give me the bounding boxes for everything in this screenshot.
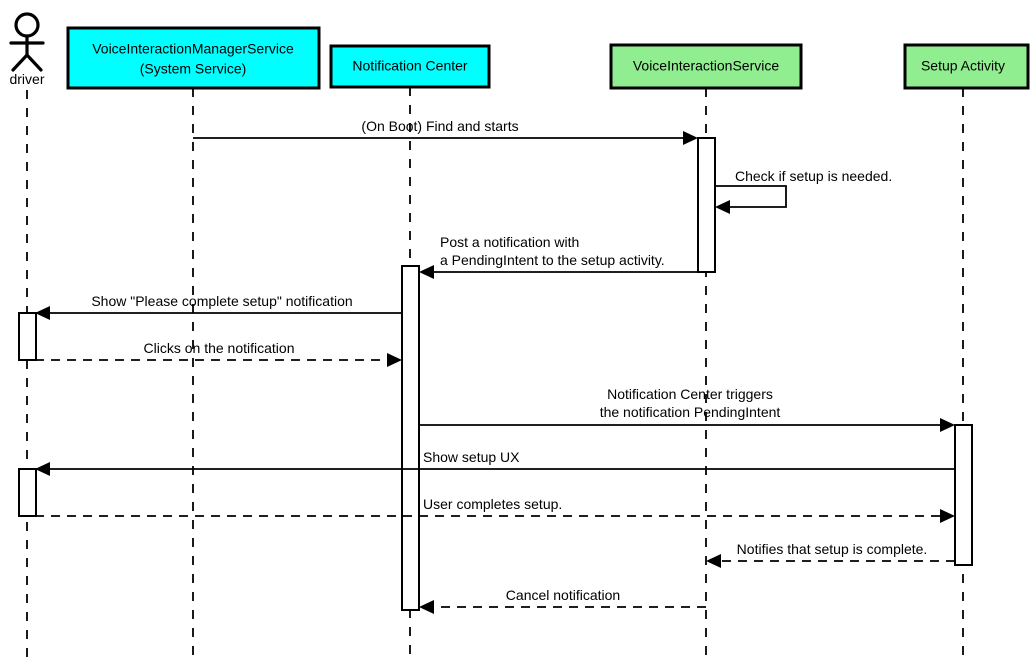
participant-driver[interactable]: driver	[9, 12, 45, 87]
participant-label-line1: VoiceInteractionManagerService	[92, 41, 294, 57]
participant-voiceinteractionmanagerservice[interactable]: VoiceInteractionManagerService (System S…	[66, 26, 321, 90]
participant-label-line1: Setup Activity	[921, 58, 1005, 74]
participant-label-line2: (System Service)	[140, 61, 247, 77]
message-user-completes-setup: User completes setup.	[35, 496, 955, 523]
message-label: User completes setup.	[423, 496, 562, 512]
message-label: Notifies that setup is complete.	[737, 541, 928, 557]
participant-label-line1: Notification Center	[352, 58, 468, 74]
actor-leg-left-icon	[11, 53, 29, 72]
message-label: Show setup UX	[423, 449, 520, 465]
message-show-please-complete-setup-notification: Show "Please complete setup" notificatio…	[35, 293, 402, 320]
message-post-a-notification: Post a notification with a PendingIntent…	[419, 234, 698, 279]
participant-notification-center[interactable]: Notification Center	[329, 44, 491, 89]
participant-box[interactable]	[903, 43, 1030, 90]
actor-leg-right-icon	[25, 53, 43, 72]
message-label: Show "Please complete setup" notificatio…	[91, 293, 352, 309]
message-show-setup-ux: Show setup UX	[35, 449, 955, 476]
arrow-head-right-icon	[940, 418, 955, 432]
participant-setup-activity[interactable]: Setup Activity	[903, 43, 1030, 90]
message-label-line1: Notification Center triggers	[607, 386, 773, 402]
activation-bar-setup-activity-1	[954, 424, 973, 566]
participant-label-driver: driver	[9, 71, 44, 87]
participant-box[interactable]	[66, 26, 321, 90]
message-cancel-notification: Cancel notification	[419, 587, 706, 614]
message-label: Cancel notification	[506, 587, 620, 603]
activation-bar-driver-1	[18, 312, 37, 361]
message-notifies-that-setup-is-complete: Notifies that setup is complete.	[706, 541, 955, 568]
participant-box[interactable]	[329, 44, 491, 89]
arrow-head-left-icon	[419, 600, 434, 614]
arrow-head-right-icon	[683, 131, 698, 145]
activation-bar-notification-center-1	[401, 265, 420, 611]
message-label-line2: the notification PendingIntent	[600, 404, 781, 420]
arrow-head-left-icon	[715, 200, 730, 214]
actor-head-icon	[14, 12, 40, 38]
arrow-head-left-icon	[706, 554, 721, 568]
message-label: Check if setup is needed.	[735, 168, 892, 184]
participant-voiceinteractionservice[interactable]: VoiceInteractionService	[609, 43, 803, 90]
message-label-line2: a PendingIntent to the setup activity.	[440, 252, 665, 268]
arrow-head-left-icon	[35, 306, 50, 320]
participant-box[interactable]	[609, 43, 803, 90]
message-on-boot-find-and-starts: (On Boot) Find and starts	[193, 118, 698, 145]
message-label: (On Boot) Find and starts	[361, 118, 518, 134]
arrow-head-right-icon	[940, 509, 955, 523]
self-message-path	[715, 185, 787, 208]
message-notification-center-triggers-pendingintent: Notification Center triggers the notific…	[419, 386, 955, 432]
activations-layer	[18, 137, 973, 611]
message-check-if-setup-is-needed: Check if setup is needed.	[715, 168, 892, 214]
participant-label-line1: VoiceInteractionService	[633, 58, 780, 74]
activation-bar-voiceinteractionservice-1	[697, 137, 716, 273]
message-label-line1: Post a notification with	[440, 234, 579, 250]
arrow-head-left-icon	[35, 462, 50, 476]
activation-bar-driver-2	[18, 468, 37, 517]
message-clicks-on-the-notification: Clicks on the notification	[35, 340, 402, 367]
arrow-head-left-icon	[419, 265, 434, 279]
message-label: Clicks on the notification	[144, 340, 295, 356]
arrow-head-right-icon	[387, 353, 402, 367]
